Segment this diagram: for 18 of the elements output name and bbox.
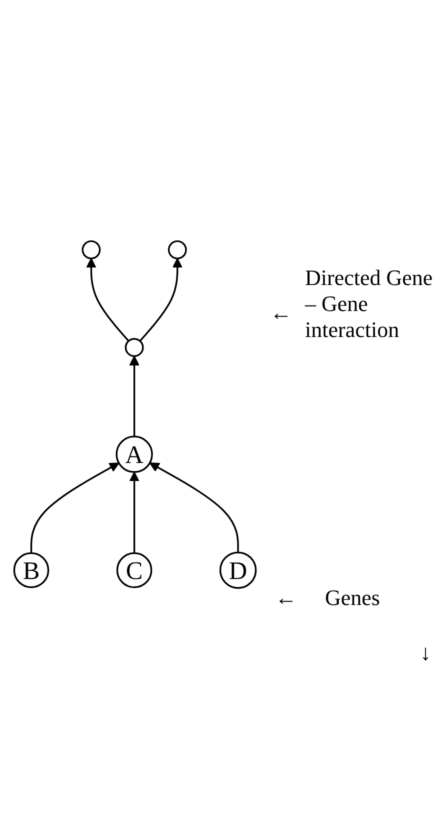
direction-arrow: ← <box>270 300 292 326</box>
node-circle: A <box>116 435 153 473</box>
node-circle: D <box>219 551 257 589</box>
arrow <box>139 258 182 342</box>
node-circle <box>82 240 101 260</box>
node-circle <box>124 338 144 357</box>
node-circle: B <box>13 552 50 588</box>
node-circle <box>168 240 187 260</box>
annotation-text: Genes <box>325 585 380 611</box>
node-circle: C <box>116 552 152 588</box>
direction-arrow: ← <box>275 585 297 611</box>
arrow <box>149 462 239 552</box>
arrow <box>129 471 140 553</box>
arrow <box>30 462 120 553</box>
arrow <box>86 258 130 342</box>
direction-arrow: ↓ <box>420 640 431 666</box>
annotation-text: Directed Gene – Gene interaction <box>305 265 434 343</box>
arrow <box>129 355 140 436</box>
